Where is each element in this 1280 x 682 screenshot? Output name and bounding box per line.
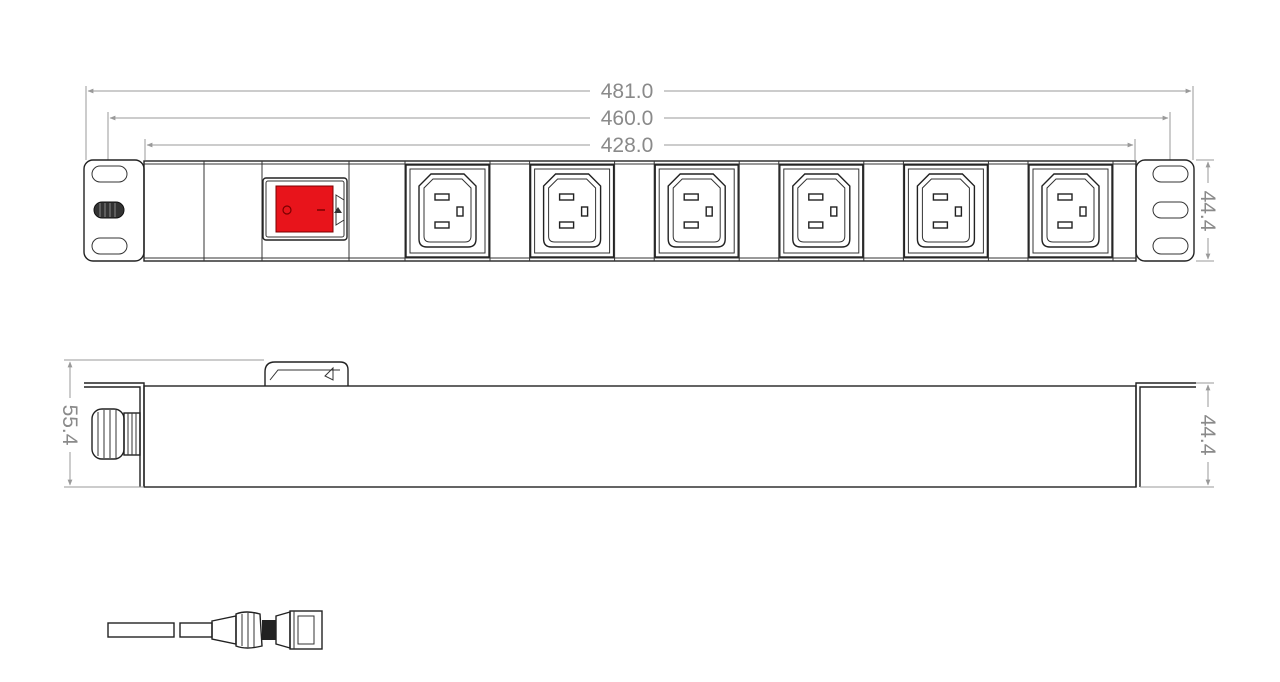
c13-outlet-icon bbox=[653, 161, 740, 261]
dim-428-label: 428.0 bbox=[601, 134, 654, 157]
right-mount-ear bbox=[1135, 159, 1195, 262]
front-view: 481.0 460.0 428.0 bbox=[83, 80, 1195, 262]
c13-outlet-icon bbox=[902, 161, 989, 261]
pdu-side-body bbox=[143, 385, 1137, 488]
dim-481-label: 481.0 bbox=[601, 80, 654, 103]
left-mount-ear bbox=[83, 159, 145, 262]
dimension-side-height: 44.4 bbox=[1140, 382, 1219, 488]
c13-outlet-icon bbox=[1027, 161, 1114, 261]
dimension-mount-spacing: 460.0 bbox=[107, 107, 1171, 160]
side-view bbox=[84, 361, 1196, 488]
dimension-front-height: 44.4 bbox=[1196, 159, 1219, 262]
switch-profile bbox=[264, 361, 349, 386]
c13-outlet-icon bbox=[404, 161, 491, 261]
dimension-body-width: 428.0 bbox=[144, 134, 1136, 160]
c13-outlet-icon bbox=[529, 161, 616, 261]
rocker-switch-icon bbox=[262, 177, 348, 241]
dim-460-label: 460.0 bbox=[601, 107, 654, 130]
dimension-side-overall-height: 55.4 bbox=[58, 359, 264, 488]
cable-gland-icon bbox=[91, 408, 141, 460]
mount-screw-icon bbox=[93, 201, 125, 219]
outlet-row bbox=[404, 161, 1114, 261]
dim-front-44-label: 44.4 bbox=[1196, 191, 1219, 232]
c13-outlet-icon bbox=[778, 161, 865, 261]
power-cord-plug-icon bbox=[107, 610, 323, 650]
pdu-front-body bbox=[143, 160, 1137, 262]
dim-side-55-label: 55.4 bbox=[58, 405, 81, 446]
dimension-overall-width: 481.0 bbox=[85, 80, 1194, 160]
dim-side-44-label: 44.4 bbox=[1196, 415, 1219, 456]
